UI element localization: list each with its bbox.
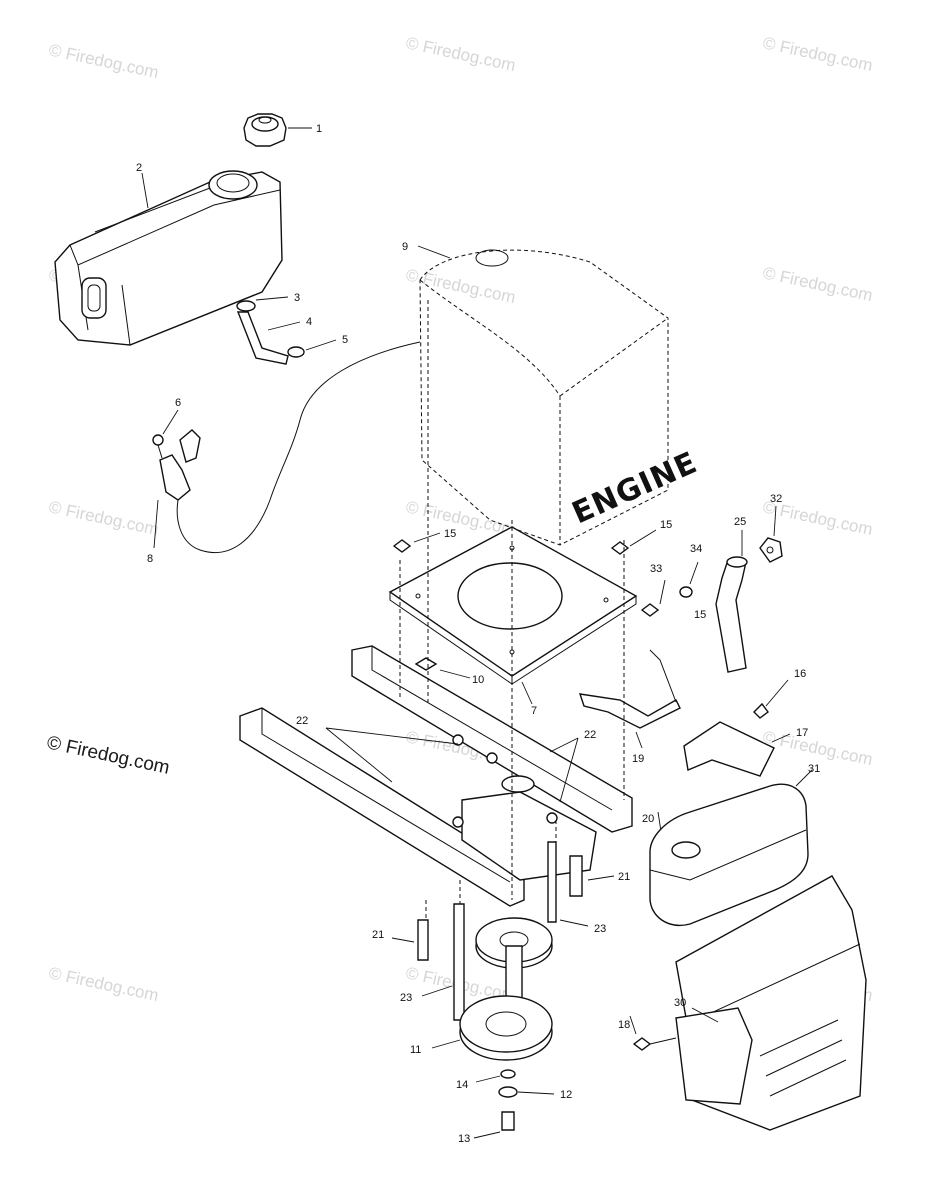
part-fuel-hose xyxy=(236,296,337,365)
callout-3: 3 xyxy=(294,292,300,304)
engine-label: ENGINE xyxy=(567,445,703,531)
callout-2: 2 xyxy=(136,162,142,174)
watermark: © Firedog.com xyxy=(47,963,160,1005)
part-nut-10 xyxy=(414,657,471,679)
callout-23: 23 xyxy=(594,923,606,935)
part-bolt-18 xyxy=(629,1015,677,1051)
part-fuel-tank xyxy=(54,170,283,346)
watermark: © Firedog.com xyxy=(404,33,517,75)
callout-14: 14 xyxy=(456,1079,468,1091)
callout-22: 22 xyxy=(296,715,308,727)
callout-30: 30 xyxy=(674,997,686,1009)
callout-19: 19 xyxy=(632,753,644,765)
callout-12: 12 xyxy=(560,1089,572,1101)
part-bolts xyxy=(392,529,699,617)
callout-11: 11 xyxy=(410,1044,421,1056)
callout-32: 32 xyxy=(770,493,782,505)
callout-21: 21 xyxy=(372,929,384,941)
alignment-lines xyxy=(399,300,625,920)
callout-4: 4 xyxy=(306,316,312,328)
callout-16: 16 xyxy=(794,668,806,680)
part-engine-plate xyxy=(388,526,638,705)
part-pulley xyxy=(431,917,553,1061)
callout-15: 15 xyxy=(694,609,706,621)
callout-10: 10 xyxy=(472,674,484,686)
callout-9: 9 xyxy=(402,241,408,253)
part-gasket xyxy=(759,505,783,563)
callout-33: 33 xyxy=(650,563,662,575)
callout-15: 15 xyxy=(660,519,672,531)
watermark: © Firedog.com xyxy=(47,497,160,539)
watermark: © Firedog.com xyxy=(47,40,160,82)
part-exhaust-pipe xyxy=(715,530,748,673)
part-pulley-hardware xyxy=(473,1069,555,1139)
part-frame-rails xyxy=(239,645,633,907)
watermark: © Firedog.com xyxy=(761,33,874,75)
callout-8: 8 xyxy=(147,553,153,565)
callout-labels: 1 2 3 4 5 6 7 8 9 10 11 12 13 14 15 15 1… xyxy=(136,123,820,1145)
part-throttle-control xyxy=(152,409,201,549)
part-fuel-cap xyxy=(243,113,312,147)
callout-7: 7 xyxy=(531,705,537,717)
part-bracket-19 xyxy=(578,649,681,749)
callout-6: 6 xyxy=(175,397,181,409)
callout-18: 18 xyxy=(618,1019,630,1031)
part-muffler xyxy=(649,769,813,927)
callout-31: 31 xyxy=(808,763,820,775)
part-bolts-21-23 xyxy=(391,841,615,1021)
callout-20: 20 xyxy=(642,813,654,825)
callout-34: 34 xyxy=(690,543,702,555)
callout-1: 1 xyxy=(316,123,322,135)
part-heat-shield xyxy=(675,875,867,1131)
callout-25: 25 xyxy=(734,516,746,528)
callout-13: 13 xyxy=(458,1133,470,1145)
watermark: © Firedog.com xyxy=(761,263,874,305)
main-watermark: © Firedog.com xyxy=(45,732,172,779)
callout-21: 21 xyxy=(618,871,630,883)
callout-22: 22 xyxy=(584,729,596,741)
callout-5: 5 xyxy=(342,334,348,346)
callout-15: 15 xyxy=(444,528,456,540)
watermark: © Firedog.com xyxy=(404,265,517,307)
callout-17: 17 xyxy=(796,727,808,739)
callout-23: 23 xyxy=(400,992,412,1004)
